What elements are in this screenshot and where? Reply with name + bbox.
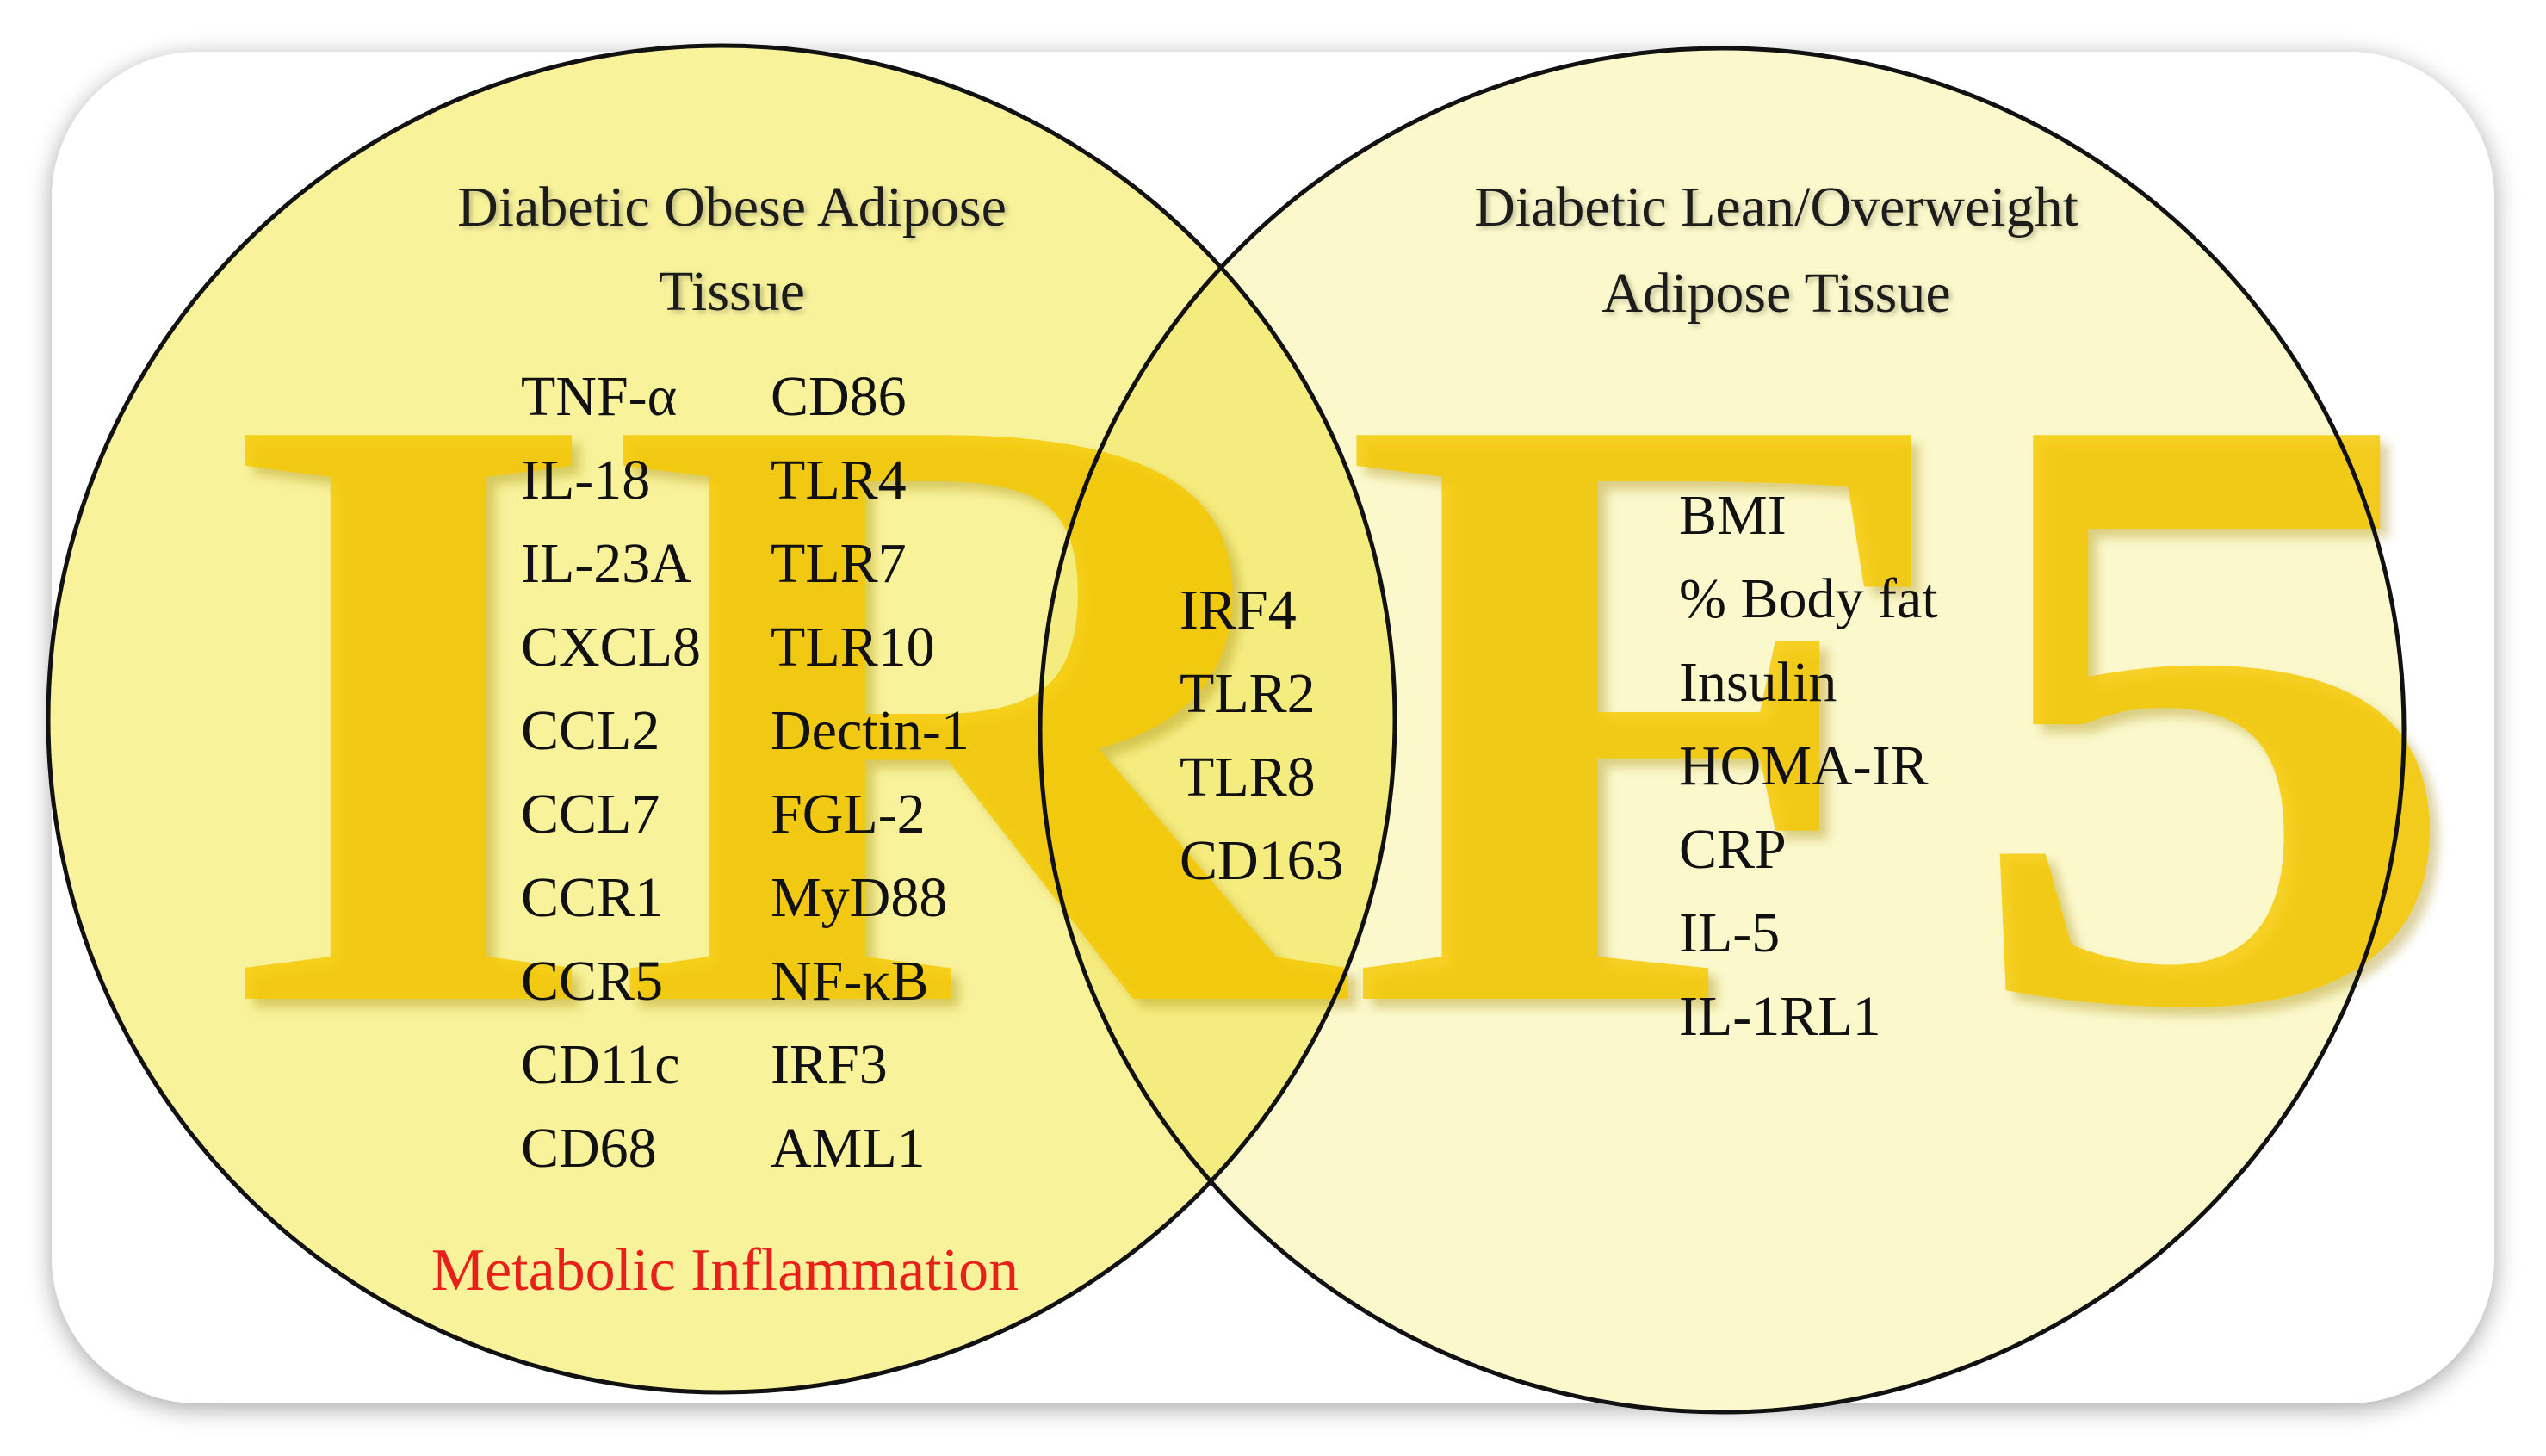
left-item: CD11c: [521, 1033, 680, 1096]
left-item: AML1: [771, 1117, 926, 1180]
left-item: CCL7: [521, 783, 660, 846]
right-set-items: BMI % Body fat Insulin HOMA-IR CRP IL-5 …: [1679, 484, 1938, 1048]
left-item: TLR10: [771, 616, 935, 678]
left-item: NF-κB: [771, 950, 929, 1013]
right-set-title: Diabetic Lean/Overweight Adipose Tissue: [1474, 176, 2078, 325]
left-item: CD68: [521, 1117, 657, 1180]
left-item: FGL-2: [771, 783, 926, 846]
left-set-circle-fill: [48, 46, 1395, 1392]
left-item: IL-18: [521, 449, 650, 511]
intersection-item: TLR8: [1180, 746, 1316, 809]
left-item: Dectin-1: [771, 699, 969, 762]
left-set-circle-outline: [46, 43, 1397, 1395]
intersection-item: CD163: [1180, 829, 1344, 892]
left-item: TNF-α: [521, 365, 677, 428]
left-item: MyD88: [771, 866, 947, 929]
right-item: IL-5: [1679, 901, 1780, 964]
left-item: CD86: [771, 365, 907, 428]
right-item: CRP: [1679, 818, 1787, 881]
right-set-circle-fill: [1040, 48, 2404, 1412]
intersection-item: TLR2: [1180, 662, 1316, 725]
left-set-title-line-2: Tissue: [659, 260, 805, 323]
left-item: CCR5: [521, 950, 663, 1013]
left-item: CCL2: [521, 699, 660, 762]
right-item: Insulin: [1679, 651, 1837, 714]
right-set-title-line-1: Diabetic Lean/Overweight: [1474, 176, 2078, 239]
left-item: IL-23A: [521, 532, 691, 595]
metabolic-inflammation-note: Metabolic Inflammation: [431, 1237, 1019, 1304]
left-set-items-col2: CD86 TLR4 TLR7 TLR10 Dectin-1 FGL-2 MyD8…: [771, 365, 969, 1180]
left-item: IRF3: [771, 1033, 888, 1096]
left-item: CCR1: [521, 866, 663, 929]
background-word: IRF5: [211, 232, 2467, 1186]
left-item: TLR4: [771, 449, 907, 511]
left-item: TLR7: [771, 532, 907, 595]
intersection-items: IRF4 TLR2 TLR8 CD163: [1180, 579, 1344, 892]
right-item: HOMA-IR: [1679, 734, 1929, 797]
left-set-title: Diabetic Obese Adipose Tissue: [457, 176, 1007, 323]
right-item: BMI: [1679, 484, 1787, 547]
right-item: % Body fat: [1679, 567, 1938, 630]
right-set-title-line-2: Adipose Tissue: [1601, 262, 1950, 325]
left-set-title-line-1: Diabetic Obese Adipose: [457, 176, 1007, 239]
left-set-items-col1: TNF-α IL-18 IL-23A CXCL8 CCL2 CCL7 CCR1 …: [521, 365, 701, 1180]
right-set-circle-outline: [1038, 46, 2407, 1415]
right-item: IL-1RL1: [1679, 985, 1881, 1048]
intersection-item: IRF4: [1180, 579, 1297, 641]
left-item: CXCL8: [521, 616, 701, 678]
